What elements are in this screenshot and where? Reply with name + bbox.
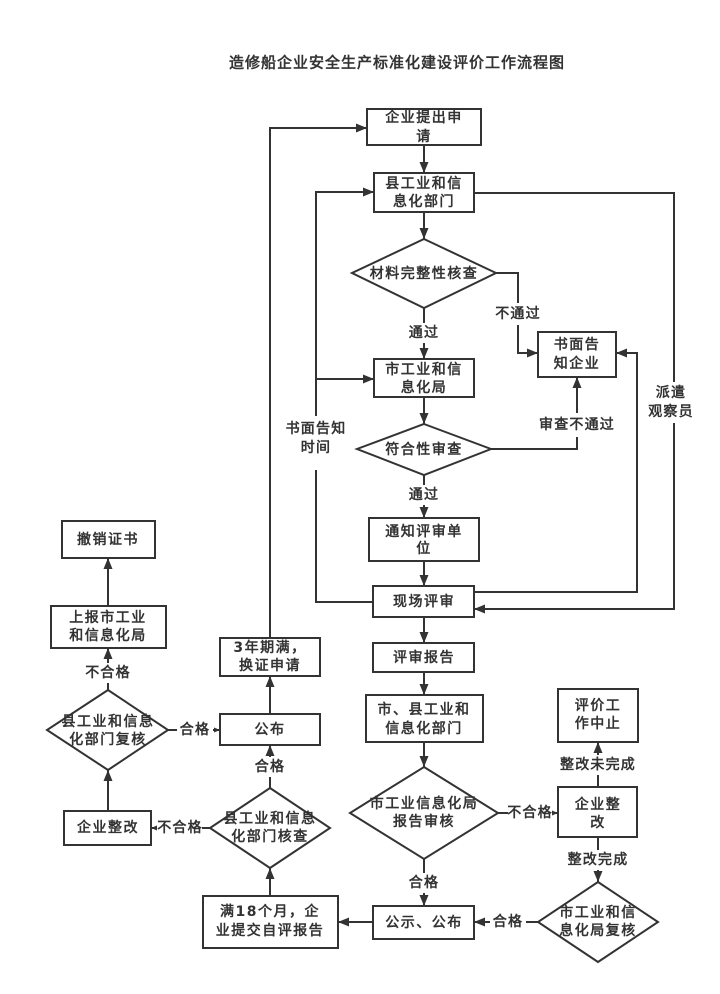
node-report-audit: 市工业信息化局 报告审核 <box>348 765 500 861</box>
edge-dispatch-observer-a <box>474 192 675 382</box>
label-material-pass: 通过 <box>409 324 439 341</box>
label-written-notice-time-line1: 书面告知 <box>286 420 347 437</box>
label-compliance-fail: 审查不通过 <box>539 416 615 433</box>
diagram-title: 造修船企业安全生产标准化建设评价工作流程图 <box>229 54 565 72</box>
node-city-county-dept-line1: 市、县工业和 <box>378 701 471 718</box>
node-county-dept-line2: 息化部门 <box>393 193 455 210</box>
node-publicize: 公示、公布 <box>372 905 475 940</box>
node-county-recheck-line2: 化部门复核 <box>69 731 147 748</box>
edge-material-check-fail-a <box>496 272 519 303</box>
label-audit-qualified: 合格 <box>409 874 439 891</box>
node-rectify-left-line1: 企业整改 <box>76 819 139 836</box>
node-publish: 公布 <box>219 713 321 746</box>
node-written-notice: 书面告 知企业 <box>537 331 617 378</box>
node-county-inspect-line2: 化部门核查 <box>231 828 309 845</box>
edge-site-review-to-written-notice <box>474 348 638 593</box>
label-county-inspect-unqualified: 不合格 <box>157 819 203 836</box>
node-publish-line1: 公布 <box>255 721 286 738</box>
node-revoke-line1: 撤销证书 <box>77 531 139 548</box>
node-rectify-right-line2: 改 <box>590 814 606 831</box>
node-county-inspect-line1: 县工业和信息 <box>224 810 317 827</box>
node-review-report-line1: 评审报告 <box>393 649 455 666</box>
label-compliance-pass: 通过 <box>409 486 439 503</box>
edge-renewal-to-apply <box>269 123 367 638</box>
node-self-eval-report-line2: 业提交自评报告 <box>216 922 325 939</box>
node-county-inspect: 县工业和信息 化部门核查 <box>208 786 332 870</box>
node-written-notice-line2: 知企业 <box>554 355 601 372</box>
label-county-recheck-unqualified: 不合格 <box>85 664 131 681</box>
edge-written-notice-time-b <box>315 187 374 416</box>
label-rectify-incomplete: 整改未完成 <box>559 756 636 773</box>
edge-labels: 通过 不通过 通过 审查不通过 书面告知 时间 派遣 观察员 不合格 整改未完成… <box>85 305 694 930</box>
node-material-check: 材料完整性核查 <box>349 237 499 310</box>
label-dispatch-observer-line2: 观察员 <box>648 403 694 420</box>
node-apply-line2: 请 <box>416 128 432 145</box>
label-rectify-complete: 整改完成 <box>567 851 629 868</box>
edge-material-check-fail-b <box>517 325 538 358</box>
node-county-dept-line1: 县工业和信 <box>385 175 463 192</box>
node-report-city: 上报市工业 和信息化局 <box>50 605 167 649</box>
node-rectify-left: 企业整改 <box>63 810 152 846</box>
node-city-bureau-line1: 市工业和信 <box>385 361 463 378</box>
node-renewal-line1: 3年期满， <box>233 639 306 656</box>
node-revoke: 撤销证书 <box>61 520 156 559</box>
edge-dispatch-observer-b <box>474 423 675 614</box>
label-county-recheck-qualified: 合格 <box>180 721 210 738</box>
node-written-notice-line1: 书面告 <box>554 336 601 353</box>
node-notify-reviewer-line1: 通知评审单 <box>385 523 463 540</box>
edge-compliance-fail-a <box>491 437 578 450</box>
node-site-review: 现场评审 <box>372 585 475 618</box>
node-notify-reviewer-line2: 位 <box>416 540 432 557</box>
node-compliance-review-line1: 符合性审查 <box>384 441 463 458</box>
label-material-fail: 不通过 <box>495 305 541 322</box>
node-site-review-line1: 现场评审 <box>393 593 455 610</box>
node-renewal-line2: 换证申请 <box>239 657 301 674</box>
node-county-recheck: 县工业和信息 化部门复核 <box>45 688 170 772</box>
node-eval-terminated-line1: 评价工 <box>575 698 622 714</box>
node-county-recheck-line1: 县工业和信息 <box>62 713 155 730</box>
node-review-report: 评审报告 <box>372 642 475 673</box>
node-county-dept: 县工业和信 息化部门 <box>373 172 475 213</box>
node-city-bureau: 市工业和信 息化局 <box>373 358 475 398</box>
node-report-audit-line1: 市工业信息化局 <box>370 795 479 812</box>
node-report-city-line2: 和信息化局 <box>69 627 147 644</box>
node-city-recheck-line2: 息化局复核 <box>559 922 637 939</box>
node-report-audit-line2: 报告审核 <box>393 813 455 830</box>
node-compliance-review: 符合性审查 <box>354 422 494 477</box>
node-apply: 企业提出申 请 <box>366 108 482 146</box>
node-city-bureau-line2: 息化局 <box>401 379 448 396</box>
node-eval-terminated-line2: 作中止 <box>575 715 622 732</box>
node-apply-line1: 企业提出申 <box>384 109 463 126</box>
edge-written-notice-time-a <box>315 470 373 603</box>
node-renewal: 3年期满， 换证申请 <box>219 637 321 677</box>
label-written-notice-time-line2: 时间 <box>301 439 331 456</box>
node-report-city-line1: 上报市工业 <box>69 609 147 626</box>
node-self-eval-report: 满18个月，企 业提交自评报告 <box>202 895 339 949</box>
node-rectify-right: 企业整 改 <box>557 786 638 838</box>
label-city-recheck-qualified: 合格 <box>493 913 523 930</box>
node-city-county-dept: 市、县工业和 信息化部门 <box>365 694 484 743</box>
label-dispatch-observer-line1: 派遣 <box>656 384 686 401</box>
node-city-county-dept-line2: 信息化部门 <box>385 720 463 737</box>
node-notify-reviewer: 通知评审单 位 <box>368 517 480 562</box>
node-rectify-right-line1: 企业整 <box>574 796 622 813</box>
node-material-check-line1: 材料完整性核查 <box>370 265 479 282</box>
node-publicize-line1: 公示、公布 <box>385 914 463 931</box>
node-city-recheck: 市工业和信 息化局复核 <box>536 880 660 964</box>
node-city-recheck-line1: 市工业和信 <box>559 904 637 921</box>
label-audit-unqualified: 不合格 <box>507 804 553 821</box>
node-eval-terminated: 评价工 作中止 <box>557 688 639 743</box>
label-county-inspect-qualified: 合格 <box>255 758 285 775</box>
node-self-eval-report-line1: 满18个月，企 <box>220 903 320 920</box>
